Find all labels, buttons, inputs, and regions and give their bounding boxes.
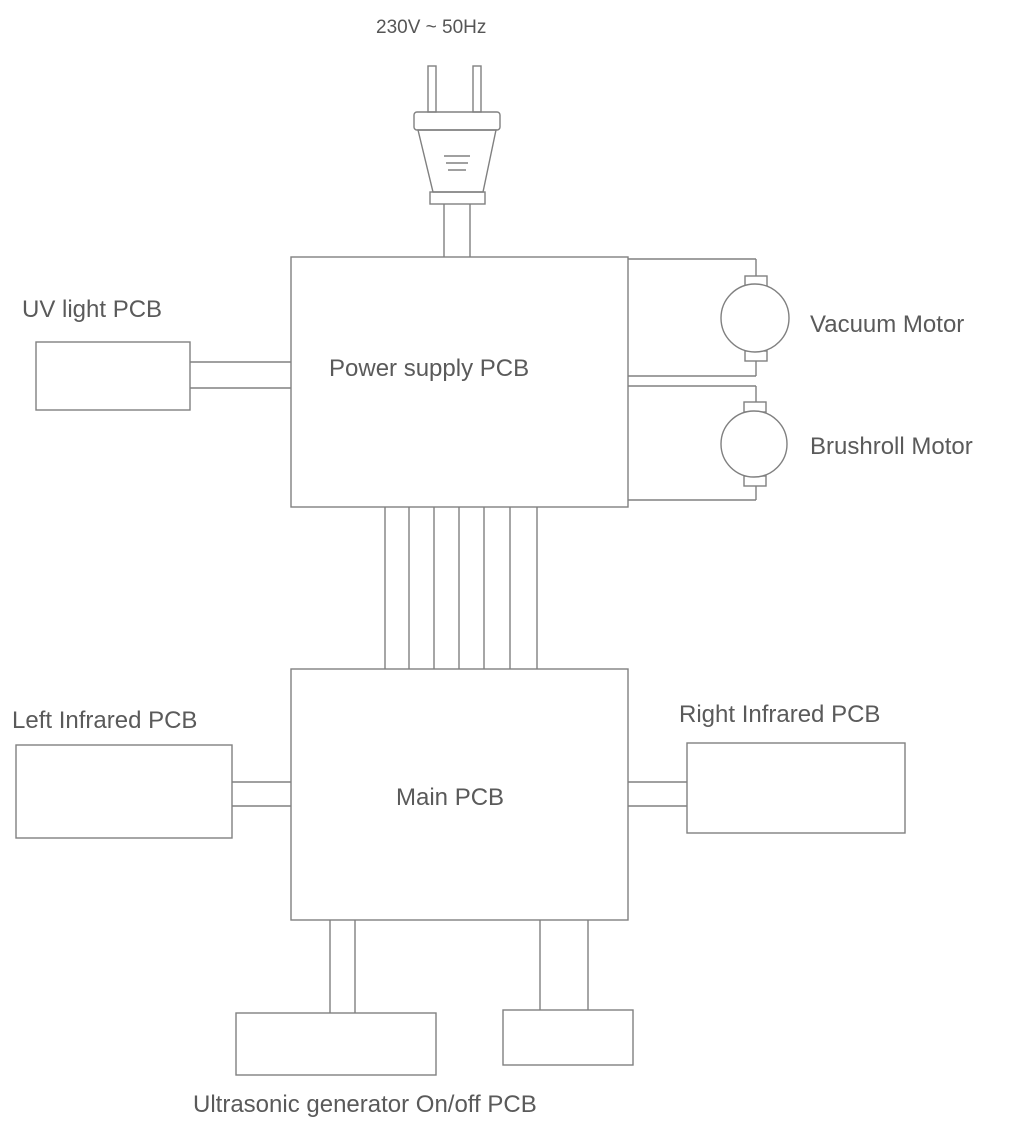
brushroll-motor-label: Brushroll Motor bbox=[810, 433, 973, 460]
uv-light-pcb-label: UV light PCB bbox=[22, 296, 162, 323]
bottom-blocks-caption: Ultrasonic generator On/off PCB bbox=[193, 1091, 537, 1118]
left-infrared-pcb-label: Left Infrared PCB bbox=[12, 707, 197, 734]
supply-voltage-label: 230V ~ 50Hz bbox=[376, 17, 486, 38]
power-plug-icon bbox=[413, 65, 501, 205]
power-to-main-bus-wires bbox=[384, 507, 538, 669]
power-supply-pcb-label: Power supply PCB bbox=[329, 355, 529, 382]
right-infrared-pcb-block bbox=[686, 742, 906, 834]
on-off-pcb-block bbox=[502, 1009, 634, 1066]
brushroll-motor-icon bbox=[720, 401, 788, 487]
left-infrared-pcb-block bbox=[15, 744, 233, 839]
vacuum-motor-icon bbox=[720, 275, 790, 362]
ultrasonic-generator-block bbox=[235, 1012, 437, 1076]
power-supply-pcb-block bbox=[290, 256, 629, 508]
uv-light-pcb-block bbox=[35, 341, 191, 411]
vacuum-motor-label: Vacuum Motor bbox=[810, 311, 964, 338]
main-pcb-block bbox=[290, 668, 629, 921]
main-pcb-label: Main PCB bbox=[396, 784, 504, 811]
right-infrared-pcb-label: Right Infrared PCB bbox=[679, 701, 880, 728]
